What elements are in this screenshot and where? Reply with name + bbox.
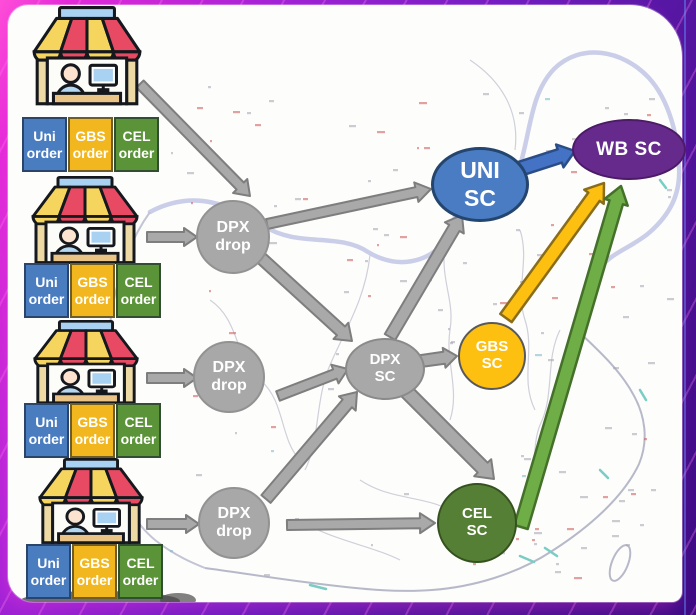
storefront-icon bbox=[25, 176, 145, 268]
order-label: GBS bbox=[77, 414, 108, 431]
node-label: DPX bbox=[369, 351, 401, 369]
node-label: DPX bbox=[217, 505, 251, 523]
order-label: order bbox=[28, 290, 65, 307]
order-label: order bbox=[120, 430, 157, 447]
order-label: Uni bbox=[33, 128, 56, 145]
node-label: DPX bbox=[212, 359, 246, 377]
node-label: GBS bbox=[475, 338, 509, 356]
order-label: order bbox=[122, 571, 159, 588]
order-label: order bbox=[118, 144, 155, 161]
order-label: order bbox=[76, 571, 113, 588]
node-label: SC bbox=[481, 355, 503, 372]
order-label: order bbox=[74, 290, 111, 307]
order-label: order bbox=[74, 430, 111, 447]
node-label: CEL bbox=[462, 505, 492, 523]
order-label: order bbox=[120, 290, 157, 307]
order-label: order bbox=[72, 144, 109, 161]
node-label: drop bbox=[211, 377, 247, 394]
node-label: SC bbox=[464, 184, 496, 211]
order-label: GBS bbox=[79, 555, 110, 572]
storefront-icon bbox=[26, 6, 148, 110]
order-label: Uni bbox=[37, 555, 60, 572]
node-label: UNI bbox=[460, 156, 500, 183]
node-label: drop bbox=[215, 237, 251, 254]
node-dpx-sc: DPX SC bbox=[345, 338, 425, 400]
order-label: order bbox=[26, 144, 63, 161]
order-label: Uni bbox=[35, 274, 58, 291]
order-label: order bbox=[28, 430, 65, 447]
order-label: GBS bbox=[77, 274, 108, 291]
node-dpx-drop-1: DPX drop bbox=[196, 200, 270, 274]
order-label: GBS bbox=[75, 128, 106, 145]
order-label: CEL bbox=[122, 128, 151, 145]
storefront-icon bbox=[27, 320, 145, 408]
node-label: WB SC bbox=[596, 138, 662, 160]
order-label: CEL bbox=[126, 555, 155, 572]
node-label: drop bbox=[216, 523, 252, 540]
node-gbs-sc: GBS SC bbox=[458, 322, 526, 390]
node-dpx-drop-2: DPX drop bbox=[193, 341, 265, 413]
node-label: SC bbox=[374, 368, 396, 385]
order-label: CEL bbox=[124, 414, 153, 431]
node-wb-sc: WB SC bbox=[572, 119, 686, 180]
node-label: SC bbox=[466, 522, 488, 539]
order-label: CEL bbox=[124, 274, 153, 291]
node-label: DPX bbox=[216, 219, 250, 237]
neon-accent-line bbox=[684, 0, 686, 615]
node-uni-sc: UNI SC bbox=[431, 147, 529, 222]
order-label: order bbox=[30, 571, 67, 588]
node-cel-sc: CEL SC bbox=[437, 483, 517, 563]
storefront-icon bbox=[32, 458, 150, 548]
node-dpx-drop-3: DPX drop bbox=[198, 487, 270, 559]
order-label: Uni bbox=[35, 414, 58, 431]
